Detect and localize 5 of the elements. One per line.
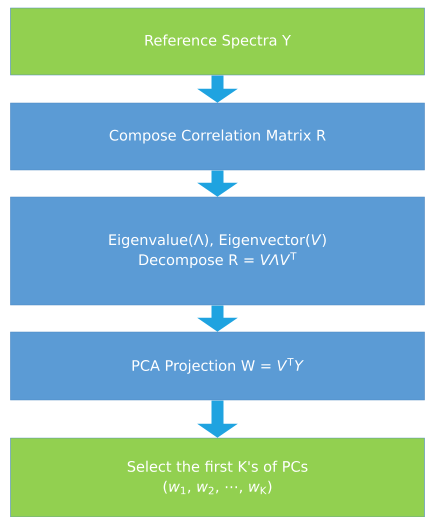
process-box: Reference Spectra Y [10,8,425,76]
process-box: Compose Correlation Matrix R [10,102,425,170]
process-box: Eigenvalue(Λ), Eigenvector(V) Decompose R = VΛV$^{T}$ [10,196,425,306]
process-box: PCA Projection W = V$^{T}$Y [10,332,425,400]
process-box: Select the first K's of PCs (w$_{1}$, w$_{2}$, ⋯, w$_{K}$) [10,438,425,517]
